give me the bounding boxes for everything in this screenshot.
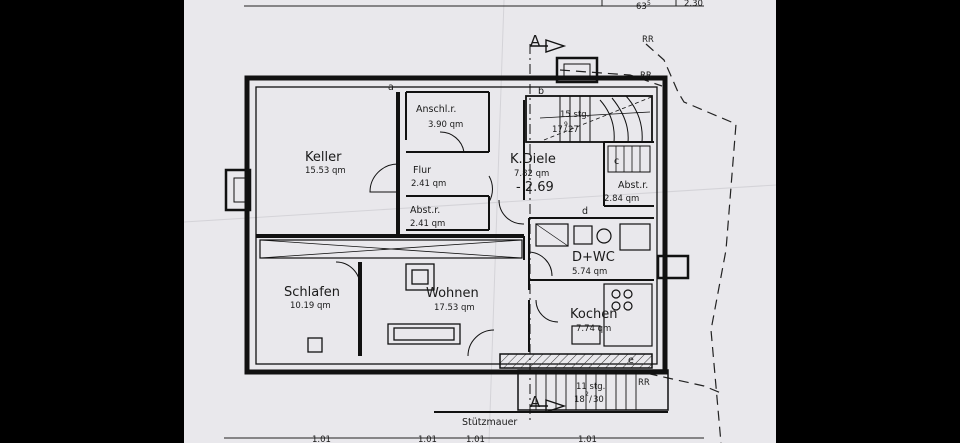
point-e: e [628, 355, 634, 366]
lower-stair-slash: / [589, 395, 592, 405]
top-dim-left: 63 [636, 2, 647, 12]
point-c: c [614, 156, 619, 167]
kitchen-fixtures [571, 283, 653, 347]
room-keller-name: Keller [305, 150, 342, 165]
room-kochen-area: 7.74 qm [576, 324, 611, 334]
bottom-dim-1: 1.01 [312, 435, 331, 443]
room-schlafen-area: 10.19 qm [290, 301, 331, 311]
bottom-wall-strip [499, 353, 653, 369]
lower-stair-steps: 11 stg. [576, 382, 605, 392]
small-staircase [607, 145, 651, 173]
room-abstr-right-area: 2.84 qm [604, 194, 639, 204]
room-flur-area: 2.41 qm [411, 179, 446, 189]
room-keller-area: 15.53 qm [305, 166, 346, 176]
rr-label-top2: RR [640, 71, 652, 81]
bathroom-fixtures [535, 223, 651, 251]
upper-stair-run: 27 [568, 125, 579, 135]
upper-stair-rise: 17 [552, 125, 563, 135]
plan-sheet: 63 5 2.30 [184, 0, 776, 443]
room-dwc-name: D+WC [572, 250, 615, 265]
point-b: b [538, 86, 544, 97]
room-kdiele-level: - 2.69 [516, 180, 554, 195]
lower-stair-rise: 18 [574, 395, 585, 405]
room-anschl-name: Anschl.r. [416, 104, 456, 115]
room-kdiele-name: K.Diele [510, 152, 556, 167]
door-swings [335, 131, 559, 357]
room-dwc-area: 5.74 qm [572, 267, 607, 277]
point-a: a [388, 82, 394, 93]
point-d: d [582, 206, 588, 217]
site-boundary [559, 43, 737, 443]
room-anschl-area: 3.90 qm [428, 120, 463, 130]
room-flur-name: Flur [413, 165, 431, 176]
outer-walls [224, 56, 690, 375]
interior-walls [256, 91, 654, 356]
rr-label-top1: RR [642, 35, 654, 45]
top-dim-right: 2.30 [684, 0, 703, 9]
room-wohnen-area: 17.53 qm [434, 303, 475, 313]
rr-label-bottom: RR [638, 378, 650, 388]
room-abstr-left-name: Abst.r. [410, 205, 440, 216]
section-line [529, 39, 567, 420]
section-mark-top: A [530, 32, 541, 50]
section-mark-bottom: A [530, 393, 541, 411]
top-dim-left-sup: 5 [647, 0, 651, 7]
room-kdiele-area: 7.82 qm [514, 169, 549, 179]
bottom-dim-3: 1.01 [466, 435, 485, 443]
room-schlafen-name: Schlafen [284, 285, 340, 300]
upper-stair-rise-sup: 9 [564, 121, 568, 128]
lower-stair-run: 30 [593, 395, 604, 405]
bottom-dim-4: 1.01 [578, 435, 597, 443]
upper-staircase [525, 95, 655, 143]
room-abstr-left-area: 2.41 qm [410, 219, 445, 229]
room-abstr-right-name: Abst.r. [618, 180, 648, 191]
paper-folds [184, 0, 776, 443]
exterior-staircase [434, 369, 669, 413]
retaining-wall-label: Stützmauer [462, 417, 517, 428]
room-kochen-name: Kochen [570, 307, 617, 322]
lower-stair-rise-sup: 2 [585, 391, 589, 398]
upper-stair-slash: / [564, 125, 567, 135]
bottom-dim-2: 1.01 [418, 435, 437, 443]
room-wohnen-name: Wohnen [426, 286, 479, 301]
floor-plan-drawing: 63 5 2.30 [184, 0, 776, 443]
upper-stair-steps: 15 stg. [560, 110, 589, 120]
living-furniture [307, 263, 461, 353]
top-dimension-line: 63 5 2.30 [244, 0, 704, 12]
